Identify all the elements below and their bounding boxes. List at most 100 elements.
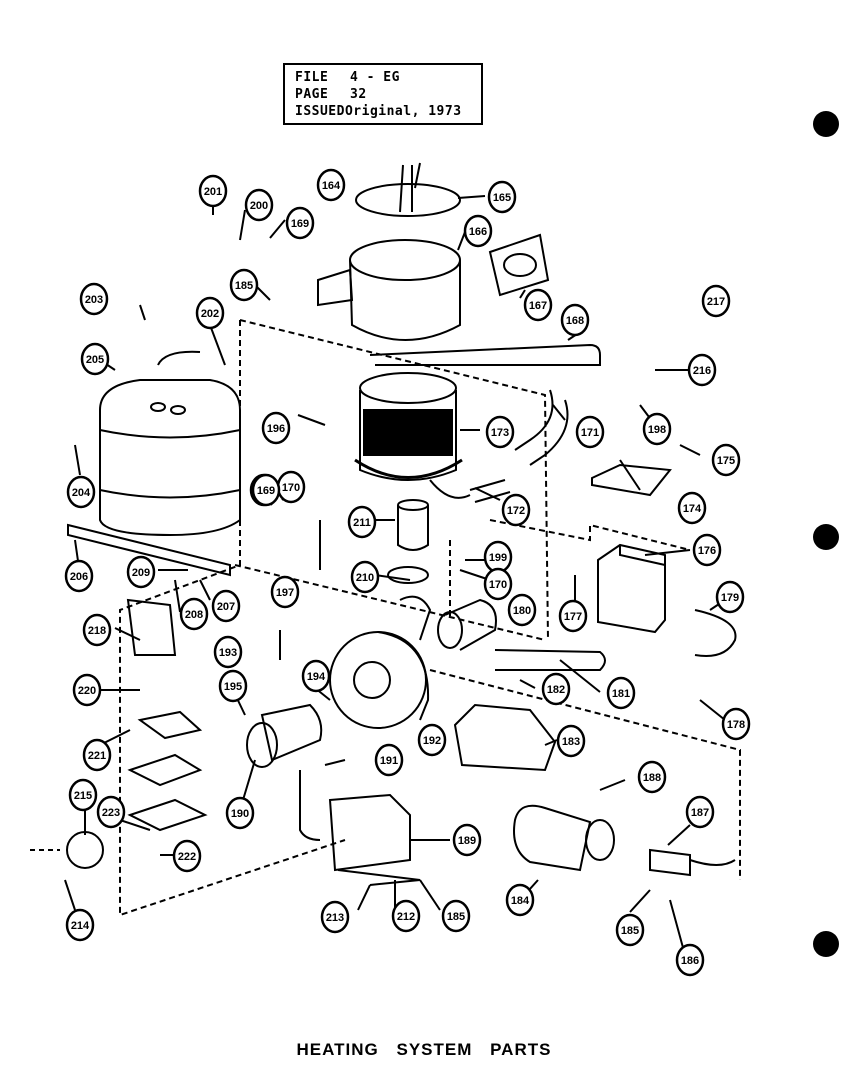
callout-207: 207	[211, 589, 241, 623]
callout-177: 177	[558, 599, 588, 633]
callout-200: 200	[244, 188, 274, 222]
callout-221: 221	[82, 738, 112, 772]
svg-text:171: 171	[581, 427, 599, 439]
svg-text:206: 206	[70, 571, 88, 583]
svg-text:210: 210	[356, 572, 374, 584]
callout-183: 183	[556, 724, 586, 758]
svg-text:196: 196	[267, 423, 285, 435]
svg-text:185: 185	[621, 925, 639, 937]
svg-text:220: 220	[78, 685, 96, 697]
svg-text:199: 199	[489, 552, 507, 564]
callout-197: 197	[270, 575, 300, 609]
svg-text:211: 211	[353, 517, 371, 529]
svg-text:169: 169	[257, 485, 275, 497]
svg-text:172: 172	[507, 505, 525, 517]
callout-214: 214	[65, 908, 95, 942]
callout-223: 223	[96, 795, 126, 829]
callout-174: 174	[677, 491, 707, 525]
svg-text:165: 165	[493, 192, 511, 204]
svg-text:179: 179	[721, 592, 739, 604]
callout-198: 198	[642, 412, 672, 446]
callout-172: 172	[501, 493, 531, 527]
svg-text:170: 170	[489, 579, 507, 591]
callout-193: 193	[213, 635, 243, 669]
callout-178: 178	[721, 707, 751, 741]
svg-text:204: 204	[72, 487, 91, 499]
svg-text:222: 222	[178, 851, 196, 863]
callout-179: 179	[715, 580, 745, 614]
callout-169: 169	[251, 473, 281, 507]
svg-text:185: 185	[235, 280, 253, 292]
binder-hole-middle	[813, 524, 839, 550]
svg-text:168: 168	[566, 315, 584, 327]
svg-text:182: 182	[547, 684, 565, 696]
callout-216: 216	[687, 353, 717, 387]
svg-text:214: 214	[71, 920, 90, 932]
callout-194: 194	[301, 659, 331, 693]
svg-text:181: 181	[612, 688, 630, 700]
svg-text:167: 167	[529, 300, 547, 312]
callout-213: 213	[320, 900, 350, 934]
callout-layer: 1641651661671681691701711721731741751761…	[64, 168, 751, 977]
svg-text:194: 194	[307, 671, 326, 683]
svg-text:207: 207	[217, 601, 235, 613]
callout-222: 222	[172, 839, 202, 873]
svg-text:215: 215	[74, 790, 92, 802]
svg-text:200: 200	[250, 200, 268, 212]
callout-169: 169	[285, 206, 315, 240]
svg-text:183: 183	[562, 736, 580, 748]
callout-211: 211	[347, 505, 377, 539]
callout-204: 204	[66, 475, 96, 509]
svg-text:191: 191	[380, 755, 398, 767]
svg-text:177: 177	[564, 611, 582, 623]
callout-182: 182	[541, 672, 571, 706]
callout-185: 185	[229, 268, 259, 302]
svg-text:218: 218	[88, 625, 106, 637]
svg-text:190: 190	[231, 808, 249, 820]
callout-184: 184	[505, 883, 535, 917]
svg-text:192: 192	[423, 735, 441, 747]
callout-201: 201	[198, 174, 228, 208]
callout-209: 209	[126, 555, 156, 589]
svg-text:187: 187	[691, 807, 709, 819]
callout-167: 167	[523, 288, 553, 322]
callout-218: 218	[82, 613, 112, 647]
callout-205: 205	[80, 342, 110, 376]
callout-199: 199	[483, 540, 513, 574]
callout-208: 208	[179, 597, 209, 631]
svg-text:186: 186	[681, 955, 699, 967]
svg-text:221: 221	[88, 750, 106, 762]
svg-text:169: 169	[291, 218, 309, 230]
svg-text:205: 205	[86, 354, 104, 366]
callout-166: 166	[463, 214, 493, 248]
svg-text:208: 208	[185, 609, 203, 621]
svg-text:173: 173	[491, 427, 509, 439]
svg-text:209: 209	[132, 567, 150, 579]
svg-text:217: 217	[707, 296, 725, 308]
callout-190: 190	[225, 796, 255, 830]
callout-173: 173	[485, 415, 515, 449]
callout-186: 186	[675, 943, 705, 977]
svg-text:185: 185	[447, 911, 465, 923]
callout-180: 180	[507, 593, 537, 627]
svg-text:176: 176	[698, 545, 716, 557]
callout-185: 185	[615, 913, 645, 947]
callout-165: 165	[487, 180, 517, 214]
svg-text:170: 170	[282, 482, 300, 494]
callout-170: 170	[276, 470, 306, 504]
callout-192: 192	[417, 723, 447, 757]
callout-175: 175	[711, 443, 741, 477]
callout-171: 171	[575, 415, 605, 449]
callout-202: 202	[195, 296, 225, 330]
callout-191: 191	[374, 743, 404, 777]
svg-text:223: 223	[102, 807, 120, 819]
callout-210: 210	[350, 560, 380, 594]
callout-185: 185	[441, 899, 471, 933]
callout-206: 206	[64, 559, 94, 593]
